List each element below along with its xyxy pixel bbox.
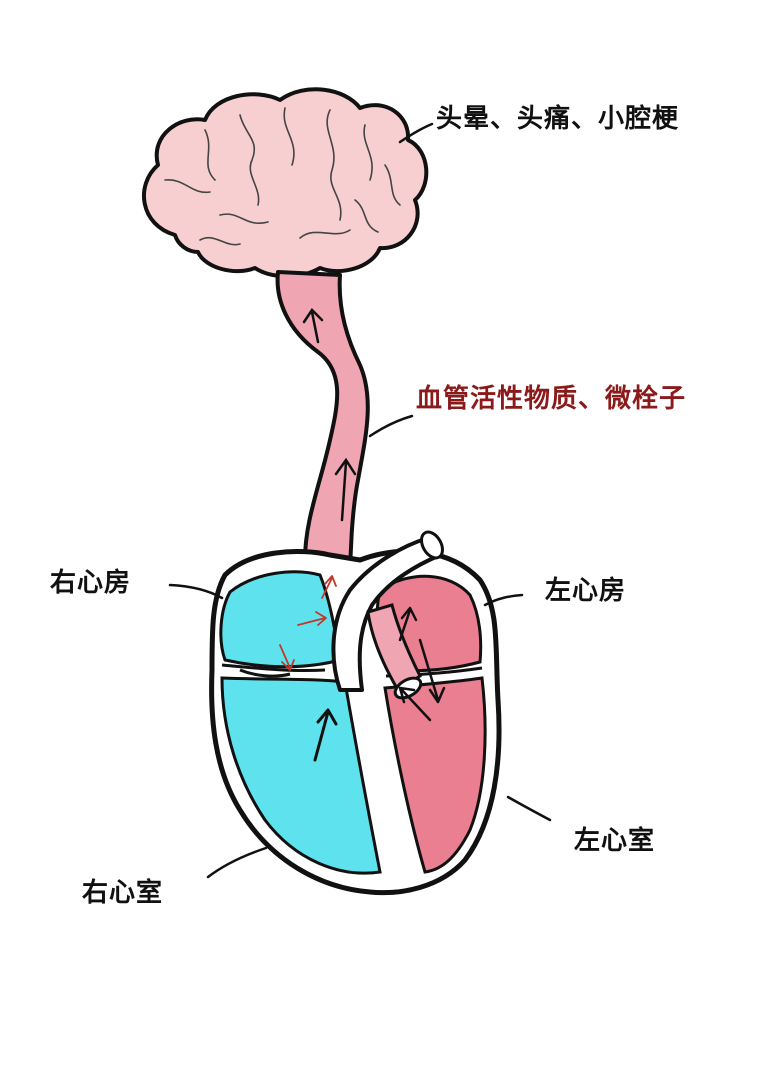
brain-folds [164,107,401,246]
leader-left-ventricle [506,795,552,822]
la-arrow-up [398,606,418,642]
vessel-base-arrow-red [321,575,337,599]
leader-substances [368,414,414,438]
vessel-arrow-up-top [302,308,324,344]
left-ventricle-label: 左心室 [574,826,656,856]
flow-arrows [279,575,446,762]
right-atrium-label: 右心房 [50,568,132,598]
leader-brain [398,122,434,144]
heart [209,530,502,896]
left-ventricle-chamber [383,676,487,874]
brain-outline [142,87,429,279]
aorta-opening [420,530,444,560]
leader-right-ventricle [206,846,268,879]
vessel-arrow-up-mid [334,457,357,522]
right-ventricle-chamber [220,676,382,875]
left-atrium-label: 左心房 [545,576,627,606]
right-ventricle-label: 右心室 [82,878,164,908]
leader-lines [168,122,552,879]
la-arrow-down [418,638,446,704]
leader-left-atrium [483,593,524,607]
blood-vessel [275,270,370,592]
brain [142,87,429,279]
tricuspid-valve [221,663,326,678]
shunt-arrow-red [297,611,327,626]
substances-label: 血管活性物质、微栓子 [416,384,687,414]
ra-arrow-red [279,644,295,671]
brain-effects-label: 头晕、头痛、小腔梗 [436,104,680,134]
leader-right-atrium [168,583,224,600]
rv-arrow-up [313,708,338,762]
la-arrow-diag [398,686,432,722]
